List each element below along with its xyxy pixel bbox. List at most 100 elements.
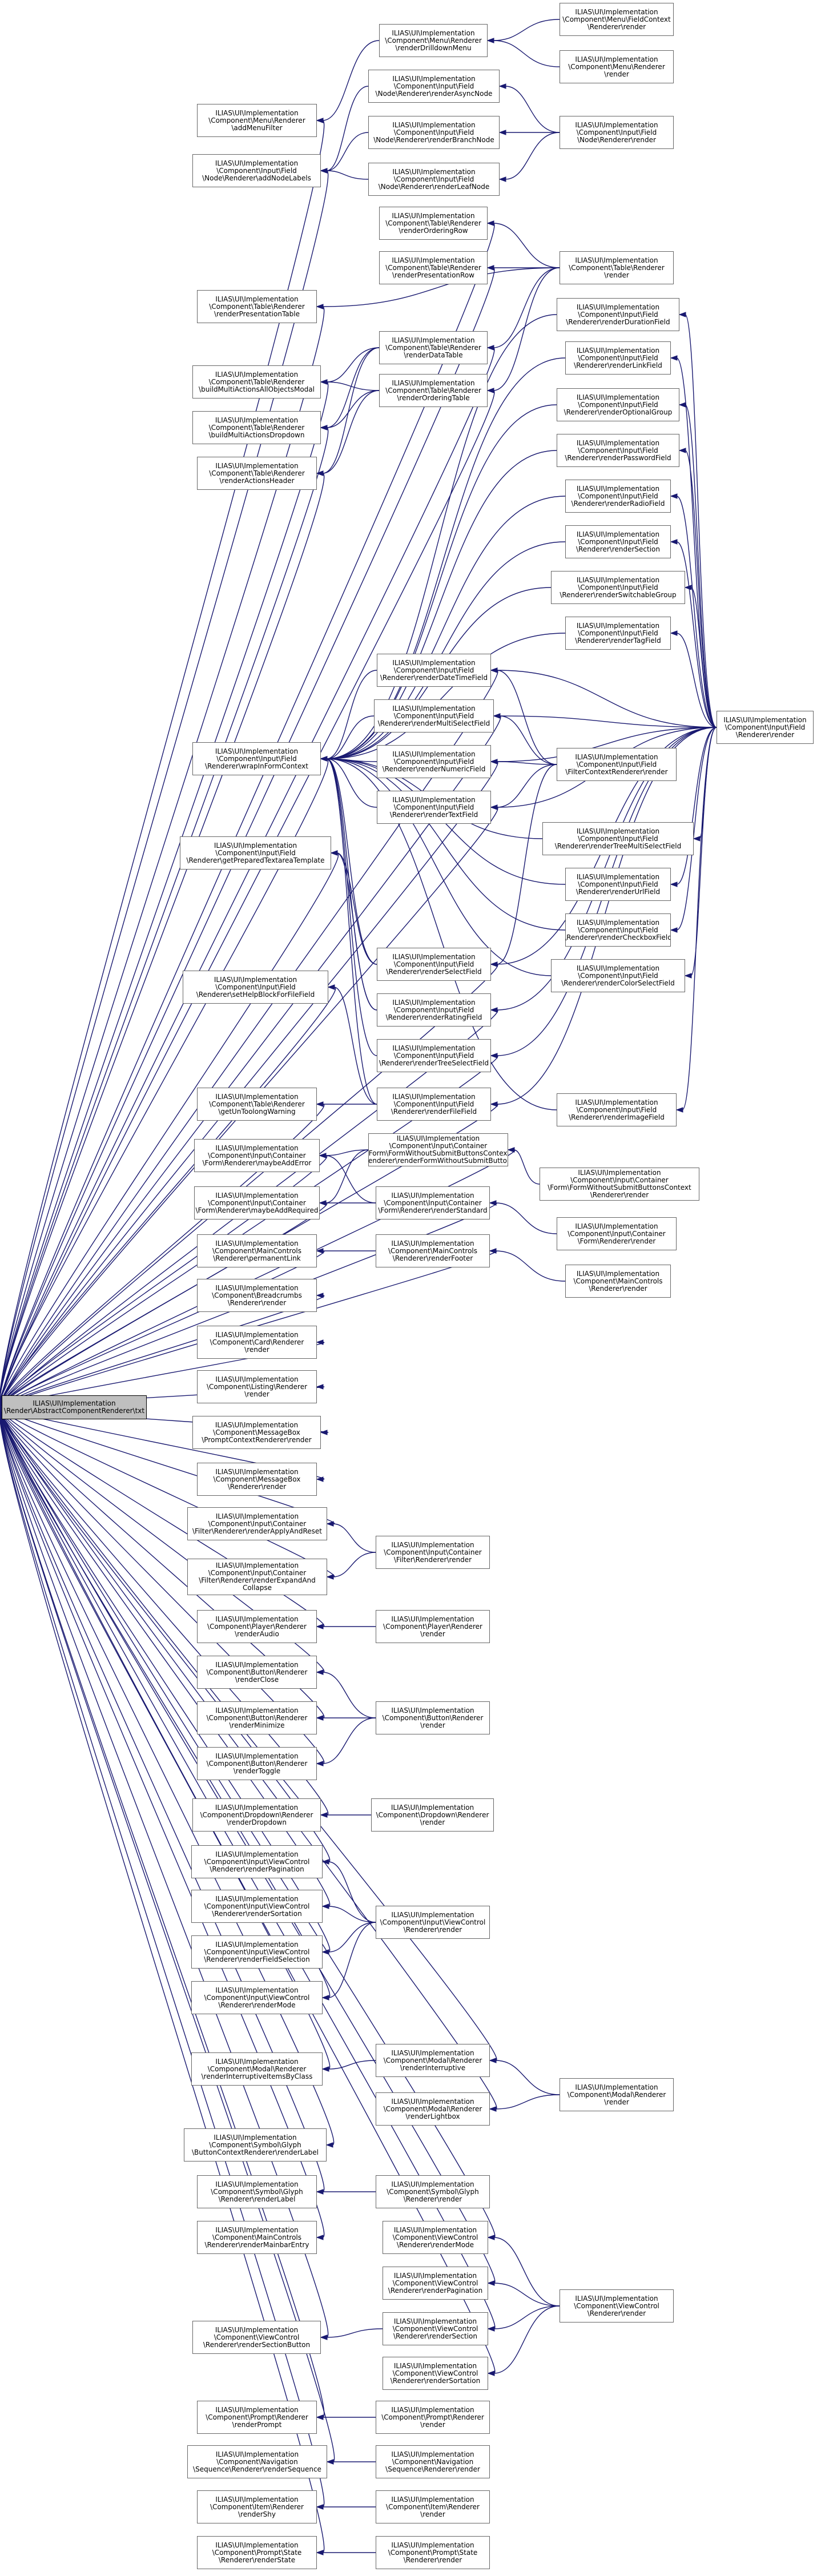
node-renderer-rendercolorselectfield[interactable]: ILIAS\UI\Implementation \Component\Input… <box>551 959 685 992</box>
node-renderer-render[interactable]: ILIAS\UI\Implementation \Component\Bread… <box>197 1279 317 1312</box>
node-renderer-renderasyncnode[interactable]: ILIAS\UI\Implementation \Component\Input… <box>368 70 500 103</box>
node-renderer-renderdatetimefield[interactable]: ILIAS\UI\Implementation \Component\Input… <box>377 654 491 687</box>
node-renderer-wrapinformcontext[interactable]: ILIAS\UI\Implementation \Component\Input… <box>192 742 321 775</box>
node-renderer-rendercheckboxfield[interactable]: ILIAS\UI\Implementation \Component\Input… <box>565 913 671 947</box>
node-renderer-rendersortation[interactable]: ILIAS\UI\Implementation \Component\Input… <box>191 1890 323 1923</box>
node-renderer-renderdropdown[interactable]: ILIAS\UI\Implementation \Component\Dropd… <box>192 1798 321 1832</box>
node-renderer-rendertoggle[interactable]: ILIAS\UI\Implementation \Component\Butto… <box>197 1747 317 1780</box>
node-renderer-renderpresentationrow[interactable]: ILIAS\UI\Implementation \Component\Table… <box>379 251 488 284</box>
node-renderer-renderstandard[interactable]: ILIAS\UI\Implementation \Component\Input… <box>376 1186 490 1219</box>
node-renderer-renderpresentationtable[interactable]: ILIAS\UI\Implementation \Component\Table… <box>197 290 317 323</box>
node-renderer-renderselectfield[interactable]: ILIAS\UI\Implementation \Component\Input… <box>377 948 491 981</box>
node-renderer-render[interactable]: ILIAS\UI\Implementation \Component\Input… <box>540 1168 699 1201</box>
node-renderer-renderfilefield[interactable]: ILIAS\UI\Implementation \Component\Input… <box>377 1088 491 1121</box>
node-renderer-rendersectionbutton[interactable]: ILIAS\UI\Implementation \Component\ViewC… <box>192 2321 321 2354</box>
node-renderer-rendersortation[interactable]: ILIAS\UI\Implementation \Component\ViewC… <box>383 2357 488 2390</box>
node-buttoncontextrenderer-renderlabel[interactable]: ILIAS\UI\Implementation \Component\Symbo… <box>184 2128 327 2162</box>
node-renderer-renderoptionalgroup[interactable]: ILIAS\UI\Implementation \Component\Input… <box>557 388 679 421</box>
node-renderer-rendermainbarentry[interactable]: ILIAS\UI\Implementation \Component\MainC… <box>197 2221 317 2254</box>
node-renderer-rendersection[interactable]: ILIAS\UI\Implementation \Component\ViewC… <box>383 2312 488 2345</box>
node-renderer-renderratingfield[interactable]: ILIAS\UI\Implementation \Component\Input… <box>377 993 491 1027</box>
node-renderer-render[interactable]: ILIAS\UI\Implementation \Component\Dropd… <box>371 1798 494 1832</box>
node-renderer-renderbranchnode[interactable]: ILIAS\UI\Implementation \Component\Input… <box>368 116 500 149</box>
node-renderer-rendertreemultiselectfield[interactable]: ILIAS\UI\Implementation \Component\Input… <box>542 822 694 855</box>
node-renderer-rendermode[interactable]: ILIAS\UI\Implementation \Component\ViewC… <box>383 2221 488 2254</box>
node-renderer-addnodelabels[interactable]: ILIAS\UI\Implementation \Component\Input… <box>192 154 321 187</box>
node-renderer-renderdurationfield[interactable]: ILIAS\UI\Implementation \Component\Input… <box>557 298 679 331</box>
node-renderer-renderlightbox[interactable]: ILIAS\UI\Implementation \Component\Modal… <box>376 2092 490 2126</box>
root-node[interactable]: ILIAS\UI\Implementation \Render\Abstract… <box>2 1395 147 1419</box>
node-renderer-renderurlfield[interactable]: ILIAS\UI\Implementation \Component\Input… <box>565 868 671 901</box>
node-renderer-buildmultiactionsallobjectsmodal[interactable]: ILIAS\UI\Implementation \Component\Table… <box>192 365 321 399</box>
node-filtercontextrenderer-render[interactable]: ILIAS\UI\Implementation \Component\Input… <box>557 748 677 781</box>
node-renderer-permanentlink[interactable]: ILIAS\UI\Implementation \Component\MainC… <box>197 1234 317 1267</box>
node-renderer-render[interactable]: ILIAS\UI\Implementation \Component\Messa… <box>197 1463 317 1496</box>
node-renderer-rendertextfield[interactable]: ILIAS\UI\Implementation \Component\Input… <box>377 791 491 824</box>
node-renderer-render[interactable]: ILIAS\UI\Implementation \Component\Promp… <box>376 2401 490 2434</box>
node-renderer-render[interactable]: ILIAS\UI\Implementation \Component\ViewC… <box>560 2289 674 2323</box>
node-renderer-renderorderingtable[interactable]: ILIAS\UI\Implementation \Component\Table… <box>379 374 488 407</box>
node-renderer-renderprompt[interactable]: ILIAS\UI\Implementation \Component\Promp… <box>197 2401 317 2434</box>
node-promptcontextrenderer-render[interactable]: ILIAS\UI\Implementation \Component\Messa… <box>192 1416 321 1449</box>
edge-n37-n28 <box>676 727 717 931</box>
node-renderer-renderlabel[interactable]: ILIAS\UI\Implementation \Component\Symbo… <box>197 2175 317 2208</box>
node-renderer-renderexpandandcollapse[interactable]: ILIAS\UI\Implementation \Component\Input… <box>187 1559 327 1595</box>
node-renderer-renderformwithoutsubmitbuttons[interactable]: ILIAS\UI\Implementation \Component\Input… <box>368 1133 508 1166</box>
node-renderer-renderpasswordfield[interactable]: ILIAS\UI\Implementation \Component\Input… <box>557 434 679 467</box>
node-renderer-getpreparedtextareatemplate[interactable]: ILIAS\UI\Implementation \Component\Input… <box>180 836 331 870</box>
node-renderer-renderimagefield[interactable]: ILIAS\UI\Implementation \Component\Input… <box>557 1093 677 1126</box>
node-renderer-render[interactable]: ILIAS\UI\Implementation \Component\Playe… <box>376 1610 490 1643</box>
node-renderer-render[interactable]: ILIAS\UI\Implementation \Component\Promp… <box>376 2536 490 2569</box>
node-renderer-rendernumericfield[interactable]: ILIAS\UI\Implementation \Component\Input… <box>377 745 491 778</box>
node-renderer-rendersection[interactable]: ILIAS\UI\Implementation \Component\Input… <box>565 525 671 558</box>
node-renderer-renderpagination[interactable]: ILIAS\UI\Implementation \Component\ViewC… <box>383 2267 488 2300</box>
node-renderer-render[interactable]: ILIAS\UI\Implementation \Component\Navig… <box>376 2445 490 2478</box>
node-renderer-renderfooter[interactable]: ILIAS\UI\Implementation \Component\MainC… <box>376 1234 490 1267</box>
node-renderer-renderlinkfield[interactable]: ILIAS\UI\Implementation \Component\Input… <box>565 341 671 375</box>
node-renderer-rendermultiselectfield[interactable]: ILIAS\UI\Implementation \Component\Input… <box>374 699 494 732</box>
node-renderer-renderaudio[interactable]: ILIAS\UI\Implementation \Component\Playe… <box>197 1610 317 1643</box>
node-renderer-rendersequence[interactable]: ILIAS\UI\Implementation \Component\Navig… <box>187 2445 327 2478</box>
node-renderer-renderactionsheader[interactable]: ILIAS\UI\Implementation \Component\Table… <box>197 457 317 490</box>
node-renderer-addmenufilter[interactable]: ILIAS\UI\Implementation \Component\Menu\… <box>197 104 317 137</box>
node-renderer-render[interactable]: ILIAS\UI\Implementation \Component\Listi… <box>197 1370 317 1403</box>
node-renderer-renderleafnode[interactable]: ILIAS\UI\Implementation \Component\Input… <box>368 163 500 196</box>
node-renderer-rendermode[interactable]: ILIAS\UI\Implementation \Component\Input… <box>191 1981 323 2014</box>
node-renderer-maybeadderror[interactable]: ILIAS\UI\Implementation \Component\Input… <box>194 1139 320 1172</box>
node-renderer-getuntoolongwarning[interactable]: ILIAS\UI\Implementation \Component\Table… <box>197 1088 317 1121</box>
node-renderer-renderinterruptive[interactable]: ILIAS\UI\Implementation \Component\Modal… <box>376 2044 490 2077</box>
node-renderer-render[interactable]: ILIAS\UI\Implementation \Component\Input… <box>376 1906 490 1939</box>
node-renderer-render[interactable]: ILIAS\UI\Implementation \Component\Menu\… <box>560 3 674 36</box>
node-renderer-renderradiofield[interactable]: ILIAS\UI\Implementation \Component\Input… <box>565 480 671 513</box>
node-renderer-renderpagination[interactable]: ILIAS\UI\Implementation \Component\Input… <box>191 1845 323 1878</box>
node-renderer-render[interactable]: ILIAS\UI\Implementation \Component\Input… <box>557 1217 677 1250</box>
node-renderer-renderdatatable[interactable]: ILIAS\UI\Implementation \Component\Table… <box>379 331 488 364</box>
node-renderer-renderminimize[interactable]: ILIAS\UI\Implementation \Component\Butto… <box>197 1701 317 1734</box>
node-renderer-renderorderingrow[interactable]: ILIAS\UI\Implementation \Component\Table… <box>379 207 488 240</box>
edge-n16-n19 <box>326 381 380 391</box>
node-renderer-renderfieldselection[interactable]: ILIAS\UI\Implementation \Component\Input… <box>191 1935 323 1969</box>
node-renderer-renderclose[interactable]: ILIAS\UI\Implementation \Component\Butto… <box>197 1656 317 1689</box>
node-renderer-maybeaddrequired[interactable]: ILIAS\UI\Implementation \Component\Input… <box>194 1186 320 1219</box>
node-renderer-render[interactable]: ILIAS\UI\Implementation \Component\Item\… <box>376 2490 490 2523</box>
node-renderer-render[interactable]: ILIAS\UI\Implementation \Component\MainC… <box>565 1265 671 1298</box>
node-renderer-render[interactable]: ILIAS\UI\Implementation \Component\Modal… <box>560 2078 674 2111</box>
node-renderer-render[interactable]: ILIAS\UI\Implementation \Component\Card\… <box>197 1326 317 1359</box>
node-renderer-rendertagfield[interactable]: ILIAS\UI\Implementation \Component\Input… <box>565 617 671 650</box>
node-renderer-renderapplyandreset[interactable]: ILIAS\UI\Implementation \Component\Input… <box>187 1507 327 1540</box>
node-renderer-renderinterruptiveitemsbyclass[interactable]: ILIAS\UI\Implementation \Component\Modal… <box>191 2052 323 2086</box>
node-renderer-render[interactable]: ILIAS\UI\Implementation \Component\Input… <box>560 116 674 149</box>
node-renderer-renderstate[interactable]: ILIAS\UI\Implementation \Component\Promp… <box>197 2536 317 2569</box>
node-renderer-render[interactable]: ILIAS\UI\Implementation \Component\Symbo… <box>376 2175 490 2208</box>
node-renderer-render[interactable]: ILIAS\UI\Implementation \Component\Input… <box>376 1536 490 1569</box>
node-renderer-render[interactable]: ILIAS\UI\Implementation \Component\Input… <box>717 711 814 744</box>
node-renderer-rendershy[interactable]: ILIAS\UI\Implementation \Component\Item\… <box>197 2490 317 2523</box>
node-renderer-render[interactable]: ILIAS\UI\Implementation \Component\Table… <box>560 251 674 284</box>
node-renderer-render[interactable]: ILIAS\UI\Implementation \Component\Butto… <box>376 1701 490 1734</box>
node-renderer-renderdrilldownmenu[interactable]: ILIAS\UI\Implementation \Component\Menu\… <box>379 24 488 57</box>
node-renderer-renderswitchablegroup[interactable]: ILIAS\UI\Implementation \Component\Input… <box>551 571 685 604</box>
node-renderer-buildmultiactionsdropdown[interactable]: ILIAS\UI\Implementation \Component\Table… <box>192 411 321 444</box>
node-renderer-rendertreeselectfield[interactable]: ILIAS\UI\Implementation \Component\Input… <box>377 1039 491 1072</box>
node-renderer-render[interactable]: ILIAS\UI\Implementation \Component\Menu\… <box>560 50 674 83</box>
node-renderer-sethelpblockforfilefield[interactable]: ILIAS\UI\Implementation \Component\Input… <box>183 971 328 1004</box>
